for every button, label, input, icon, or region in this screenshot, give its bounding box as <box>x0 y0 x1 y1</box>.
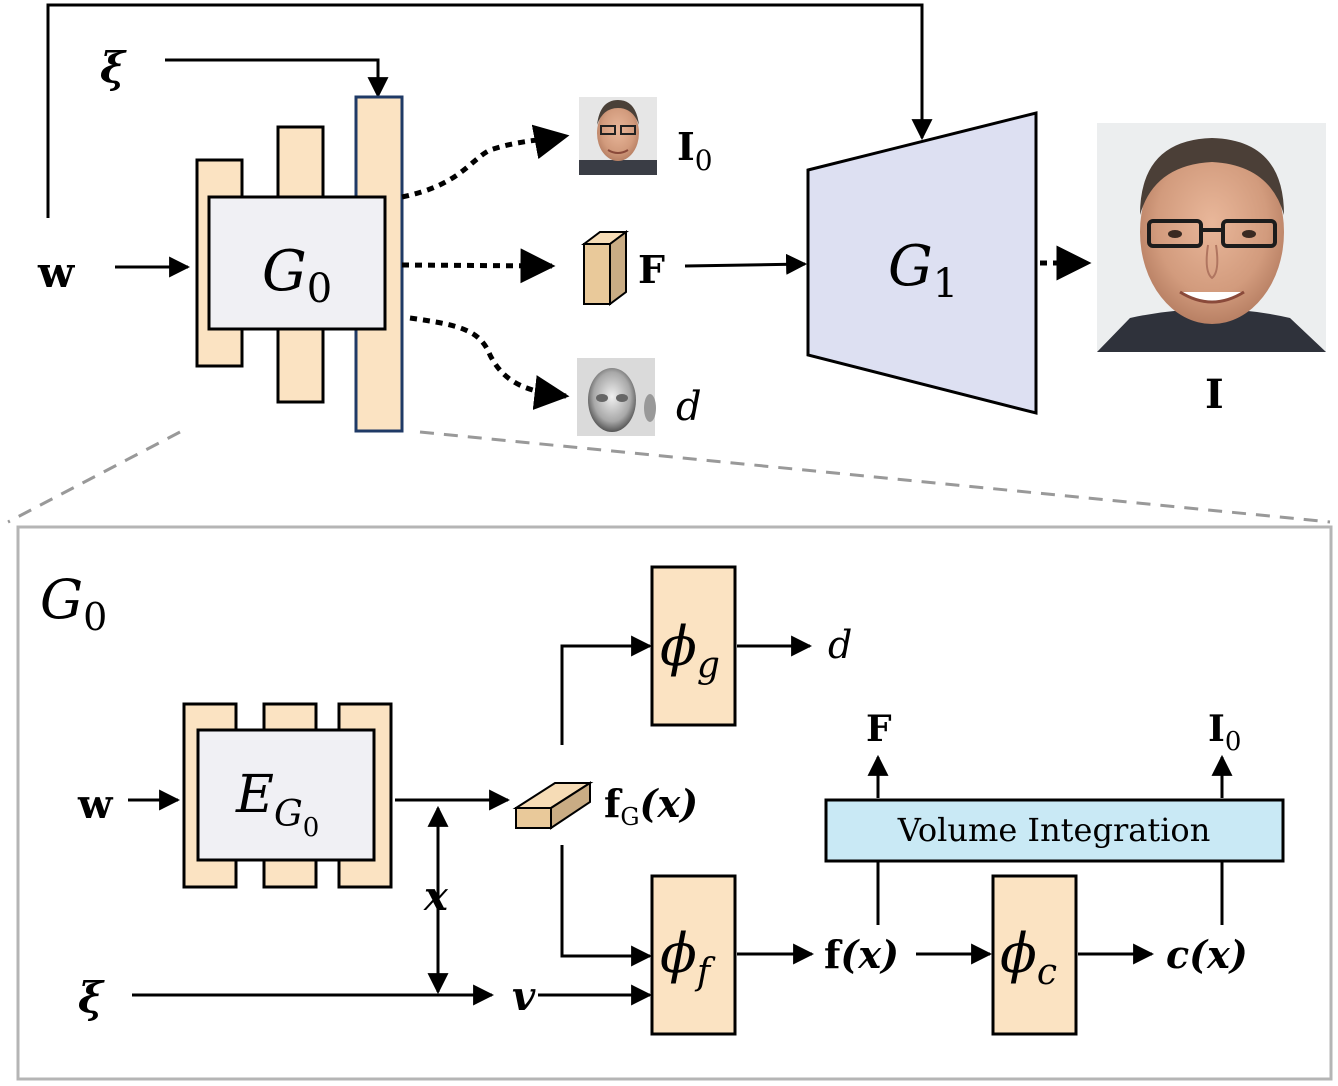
dotted-arrow-to-d <box>409 315 570 410</box>
output-face-image <box>1097 123 1326 352</box>
detail-f-output-label: F <box>866 708 892 750</box>
g1-generator-trapezoid <box>806 111 1038 415</box>
fg-feature-cuboid-icon <box>512 781 594 830</box>
f-feature-icon <box>581 230 629 306</box>
feature-to-phi-f-connector <box>560 845 653 967</box>
volume-integration-label: Volume Integration <box>897 811 1211 849</box>
phi-g-block <box>650 565 737 727</box>
g0-label: G0 <box>262 239 332 312</box>
x-label: x <box>423 873 449 920</box>
cx-label: c(x) <box>1166 932 1248 977</box>
i0-face-thumbnail <box>579 97 657 175</box>
w-input-label: w <box>37 248 75 297</box>
detail-i0-output-label: I0 <box>1208 708 1241 757</box>
detail-w-input-label: w <box>77 781 114 828</box>
dotted-arrow-to-f <box>401 248 556 284</box>
d-output-label: d <box>676 384 702 430</box>
detail-xi-input-label: ξ <box>78 973 105 1022</box>
xi-input-label: ξ <box>100 43 127 92</box>
encoder-box <box>196 728 376 862</box>
g1-label: G1 <box>888 234 958 307</box>
encoder-label: EG0 <box>235 765 319 843</box>
xi-to-block-connector <box>165 58 389 99</box>
zoom-dashed-line-right <box>419 430 1331 524</box>
fg-feature-label: fG(x) <box>604 781 698 831</box>
fx-label: f(x) <box>824 932 899 977</box>
phi-c-label: ϕc <box>1000 922 1057 993</box>
volume-integration-box <box>824 798 1285 863</box>
f-to-g1-arrow <box>684 253 808 275</box>
feature-to-phi-g-connector <box>560 635 653 745</box>
phi-g-label: ϕg <box>660 615 720 686</box>
detail-d-output-label: d <box>828 623 852 667</box>
v-label: v <box>512 973 536 1020</box>
depth-map-thumbnail <box>577 358 656 436</box>
dotted-arrow-to-i0 <box>401 124 570 200</box>
f-output-label: F <box>638 247 665 292</box>
phi-f-block <box>650 874 737 1036</box>
i0-output-label: I0 <box>677 124 713 177</box>
panel-title-g0: G0 <box>40 568 107 639</box>
phi-c-block <box>991 874 1078 1036</box>
w-to-g1-connector <box>46 3 933 218</box>
i-output-label: I <box>1205 371 1224 418</box>
zoom-dashed-line-left <box>7 430 181 524</box>
g0-generator-box <box>207 195 387 331</box>
